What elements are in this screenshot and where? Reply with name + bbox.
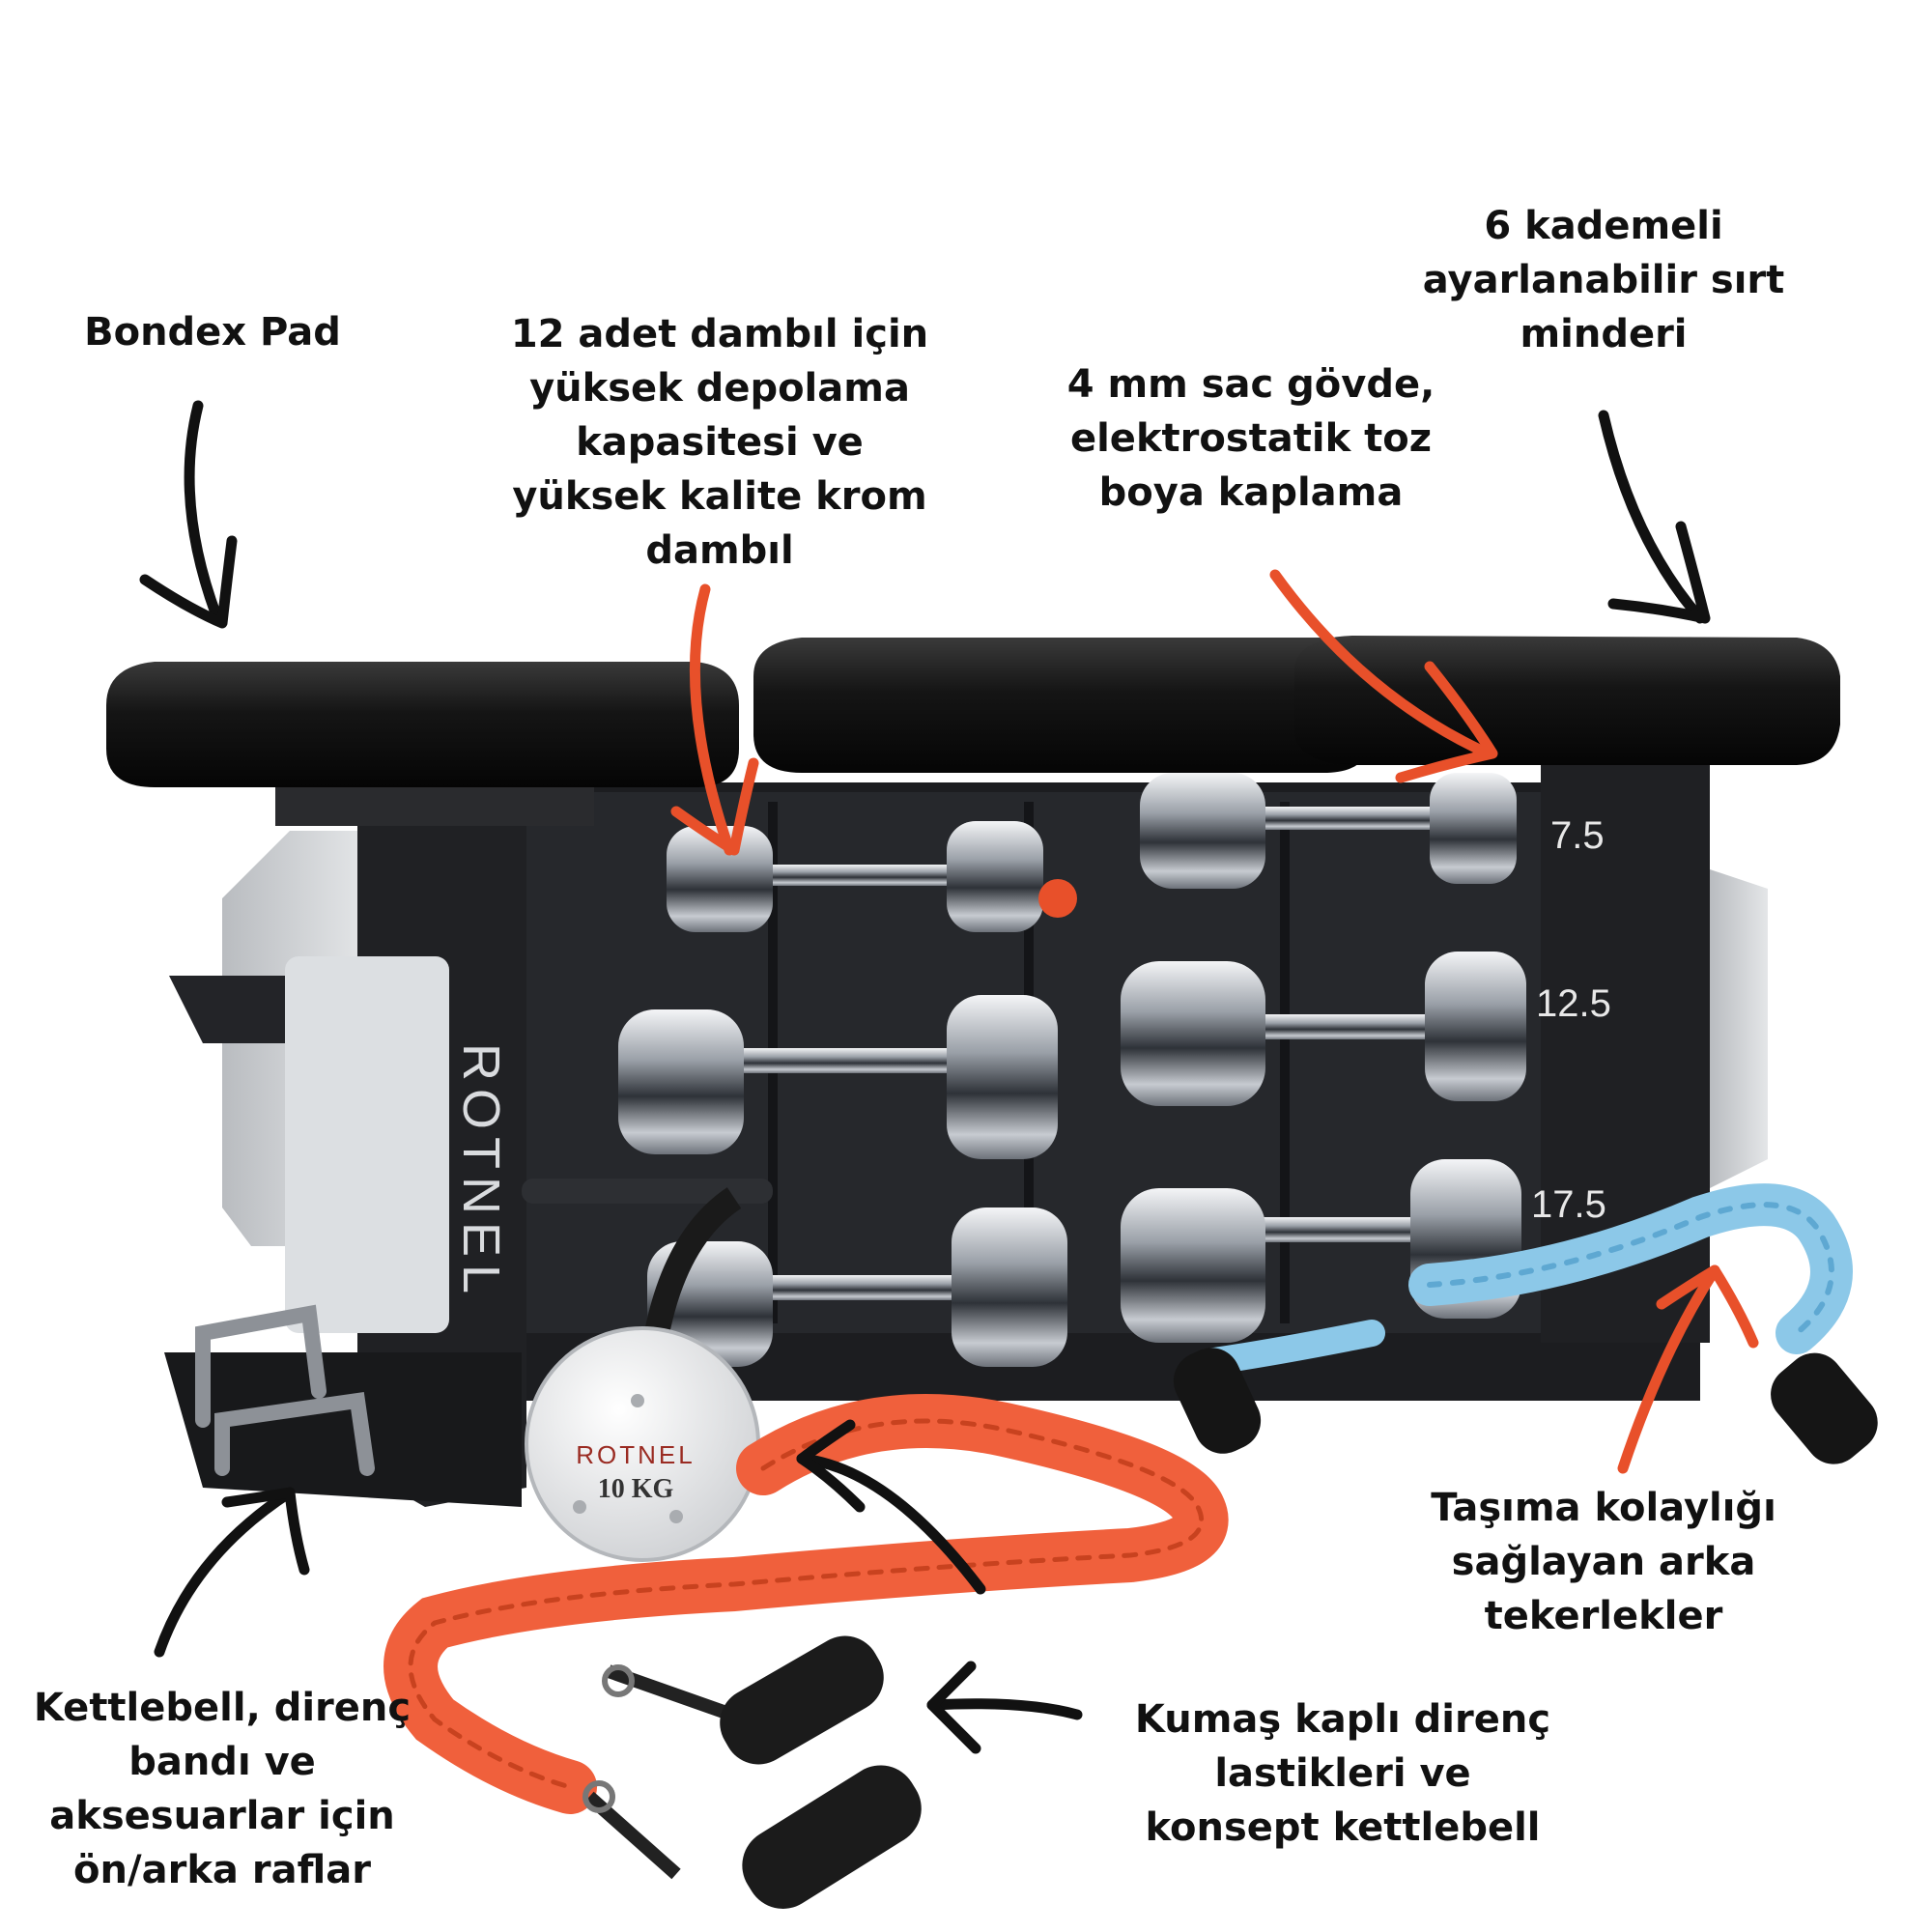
label-line: Kumaş kaplı direnç <box>1134 1697 1551 1742</box>
right-grey-side <box>1710 869 1768 1188</box>
storage-rod <box>522 1179 773 1204</box>
label-line: aksesuarlar için <box>49 1794 395 1838</box>
weight-mark-17-5: 17.5 <box>1531 1183 1606 1226</box>
label-line: Taşıma kolaylığı <box>1431 1486 1776 1530</box>
label-line: yüksek depolama <box>529 366 910 411</box>
label-line: elektrostatik toz <box>1069 416 1433 461</box>
kettlebell-brand: ROTNEL <box>576 1440 695 1469</box>
label-bands-kettlebell: Kumaş kaplı direnç lastikleri ve konsept… <box>1092 1692 1594 1855</box>
dumbbell <box>618 995 1058 1159</box>
arrow-wheels <box>1617 1264 1720 1474</box>
arrow-body <box>1269 569 1493 759</box>
front-rack-handle <box>195 1304 375 1476</box>
label-line: 6 kademeli <box>1484 204 1723 248</box>
bench-brand: ROTNEL <box>452 1043 510 1301</box>
label-dumbbell-storage: 12 adet dambıl için yüksek depolama kapa… <box>483 307 956 578</box>
label-line: dambıl <box>645 528 794 573</box>
label-rear-wheels: Taşıma kolaylığı sağlayan arka tekerlekl… <box>1391 1481 1816 1643</box>
label-line: konsept kettlebell <box>1145 1805 1541 1850</box>
arrow-bondex <box>184 400 223 624</box>
label-line: 12 adet dambıl için <box>510 312 929 356</box>
arrow-bands-lower <box>926 1698 1083 1720</box>
label-line: sağlayan arka <box>1451 1540 1756 1584</box>
pad-support <box>275 787 594 826</box>
label-line: Kettlebell, direnç <box>33 1686 412 1730</box>
left-rack-tray <box>169 976 290 1043</box>
band-handles <box>582 1635 922 1909</box>
orange-band <box>384 1394 1229 1814</box>
label-adjustable-backrest: 6 kademeli ayarlanabilir sırt minderi <box>1391 199 1816 361</box>
label-line: yüksek kalite krom <box>512 474 927 519</box>
dumbbell <box>1140 773 1517 889</box>
label-line: kapasitesi ve <box>576 420 864 465</box>
blue-band-handles <box>1173 1348 1878 1464</box>
weight-mark-12-5: 12.5 <box>1536 982 1611 1025</box>
label-steel-body: 4 mm sac gövde, elektrostatik toz boya k… <box>1009 357 1492 520</box>
pad-middle <box>753 638 1372 773</box>
dumbbell <box>1121 952 1526 1106</box>
arrows <box>139 400 1759 1754</box>
label-line: minderi <box>1520 312 1688 356</box>
dumbbell <box>667 821 1043 932</box>
kettlebell: ROTNEL 10 KG <box>525 1187 760 1562</box>
weight-mark-7-5: 7.5 <box>1550 814 1605 857</box>
label-shelves: Kettlebell, direnç bandı ve aksesuarlar … <box>10 1681 435 1897</box>
pad-right <box>1294 636 1840 765</box>
arrow-shelves <box>154 1487 296 1658</box>
arrow-storage <box>689 583 735 856</box>
label-line: tekerlekler <box>1484 1594 1723 1638</box>
label-line: Bondex Pad <box>84 310 341 355</box>
left-grey-panel <box>285 956 449 1333</box>
label-line: 4 mm sac gövde, <box>1066 362 1435 407</box>
kettlebell-weight: 10 KG <box>598 1474 674 1504</box>
label-line: ön/arka raflar <box>73 1848 371 1892</box>
label-line: bandı ve <box>128 1740 316 1784</box>
label-line: boya kaplama <box>1098 470 1404 515</box>
arrow-bands-upper <box>796 1453 986 1595</box>
base-plate <box>164 1352 522 1507</box>
pad-left <box>106 662 739 787</box>
label-line: ayarlanabilir sırt <box>1422 258 1785 302</box>
label-line: lastikleri ve <box>1214 1751 1471 1796</box>
pin-knob <box>1038 879 1077 918</box>
arrow-backrest <box>1598 410 1706 624</box>
label-bondex-pad: Bondex Pad <box>39 305 386 359</box>
